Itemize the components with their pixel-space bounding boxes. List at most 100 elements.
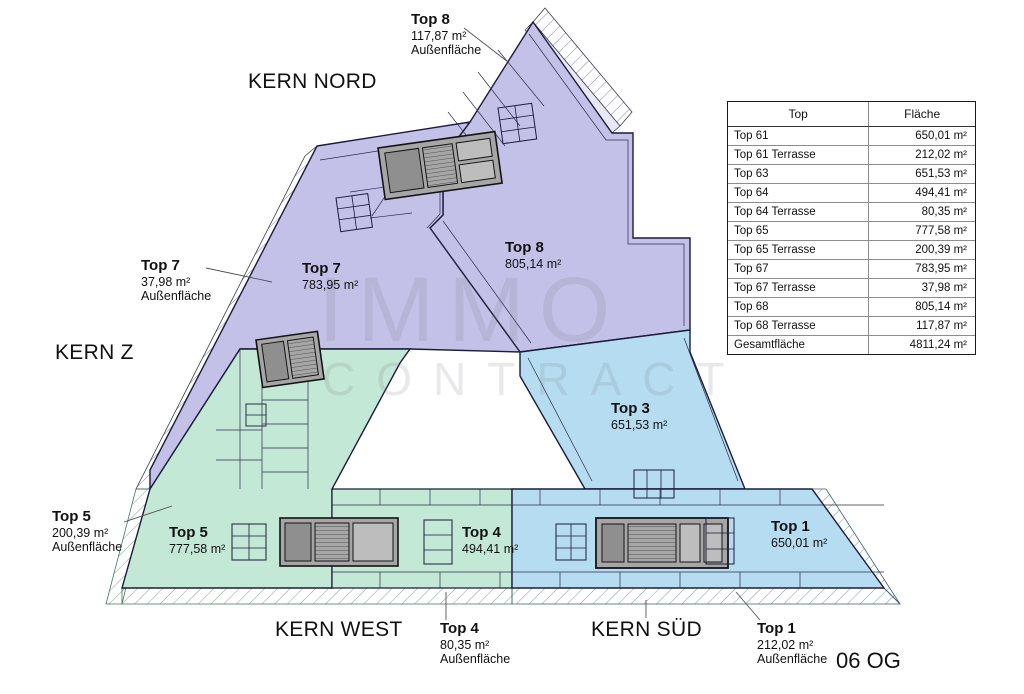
label-top1-interior: Top 1 650,01 m² <box>771 518 828 550</box>
label-top1-outdoor-title: Top 1 <box>757 620 796 637</box>
unit-areas <box>121 20 886 589</box>
unit-top5-area <box>121 348 412 589</box>
area-table-cell-flaeche: 777,58 m² <box>868 221 975 241</box>
label-top4-outdoor: Top 4 80,35 m² Außenfläche <box>440 620 511 666</box>
label-top3-interior-title: Top 3 <box>611 400 650 417</box>
label-top7-outdoor: Top 7 37,98 m² Außenfläche <box>141 257 212 303</box>
service-cores <box>231 102 735 569</box>
label-top1-outdoor-area: 212,02 m² <box>757 637 814 652</box>
leader-top1-outdoor <box>735 591 761 621</box>
label-top8-interior: Top 8 805,14 m² <box>505 239 561 271</box>
label-top7-interior: Top 7 783,95 m² <box>302 260 359 292</box>
label-top3-interior-area: 651,53 m² <box>611 417 668 432</box>
floor-level-label: 06 OG <box>836 648 901 673</box>
label-top8-outdoor: Top 8 117,87 m² Außenfläche <box>411 11 481 57</box>
core-sued-wc <box>555 523 587 561</box>
core-sued <box>595 517 729 569</box>
area-table-cell-top: Top 68 <box>728 297 870 317</box>
label-top1-outdoor: Top 1 212,02 m² Außenfläche <box>757 620 828 666</box>
terrace-bands <box>105 7 901 605</box>
label-top3-interior: Top 3 651,53 m² <box>611 400 668 432</box>
core-west <box>279 517 399 567</box>
label-top1-interior-area: 650,01 m² <box>771 535 828 550</box>
area-table-cell-top: Top 65 <box>728 221 870 241</box>
area-table-header-row: Top Fläche <box>728 102 975 127</box>
area-table-cell-top: Top 61 Terrasse <box>728 145 870 165</box>
area-table-cell-top: Top 67 Terrasse <box>728 278 870 298</box>
label-top1-outdoor-kind: Außenfläche <box>757 651 828 666</box>
area-table-head: Top Fläche <box>728 102 975 127</box>
leader-top8-outdoor <box>463 27 509 63</box>
label-top5-interior-title: Top 5 <box>169 524 208 541</box>
area-table-cell-top: Top 67 <box>728 259 870 279</box>
area-table-cell-flaeche: 783,95 m² <box>868 259 975 279</box>
leader-top5-outdoor <box>123 505 173 523</box>
table-row: Gesamtfläche 4811,24 m² <box>728 335 975 354</box>
area-table-cell-flaeche: 805,14 m² <box>868 297 975 317</box>
label-top5-interior-area: 777,58 m² <box>169 541 226 556</box>
leader-top7-outdoor <box>205 267 273 283</box>
label-top4-outdoor-kind: Außenfläche <box>440 651 511 666</box>
label-top7-interior-area: 783,95 m² <box>302 277 359 292</box>
label-top5-outdoor-title: Top 5 <box>52 508 91 525</box>
area-table-cell-flaeche: 494,41 m² <box>868 183 975 203</box>
label-top5-outdoor: Top 5 200,39 m² Außenfläche <box>52 508 123 554</box>
core-nord <box>377 130 503 201</box>
label-top4-interior-title: Top 4 <box>462 524 501 541</box>
label-kern-z: KERN Z <box>55 341 134 364</box>
label-kern-west: KERN WEST <box>275 618 403 641</box>
label-top7-outdoor-kind: Außenfläche <box>141 288 212 303</box>
area-table-cell-flaeche: 212,02 m² <box>868 145 975 165</box>
core-z <box>255 330 325 389</box>
area-table-cell-top: Top 64 Terrasse <box>728 202 870 222</box>
label-top4-outdoor-area: 80,35 m² <box>440 637 490 652</box>
label-top5-outdoor-kind: Außenfläche <box>52 539 123 554</box>
label-top7-outdoor-title: Top 7 <box>141 257 180 274</box>
label-top8-outdoor-area: 117,87 m² <box>411 28 467 43</box>
label-top8-interior-title: Top 8 <box>505 239 544 256</box>
leader-lines <box>123 27 761 621</box>
label-top5-interior: Top 5 777,58 m² <box>169 524 226 556</box>
area-table-cell-flaeche: 650,01 m² <box>868 126 975 146</box>
core-west-wc <box>231 523 267 561</box>
label-top4-interior: Top 4 494,41 m² <box>462 524 519 556</box>
area-table-cell-flaeche: 651,53 m² <box>868 164 975 184</box>
label-top5-outdoor-area: 200,39 m² <box>52 525 109 540</box>
label-top7-interior-title: Top 7 <box>302 260 341 277</box>
area-table-cell-flaeche: 37,98 m² <box>868 278 975 298</box>
label-top4-interior-area: 494,41 m² <box>462 541 519 556</box>
area-table-cell-flaeche: 4811,24 m² <box>909 339 967 351</box>
label-kern-nord: KERN NORD <box>248 70 377 93</box>
area-table-cell-flaeche: 117,87 m² <box>868 316 975 336</box>
area-table-cell-top: Gesamtfläche <box>728 335 870 354</box>
core-west-lift <box>423 519 453 565</box>
core-sued-lift <box>705 517 735 565</box>
label-top7-outdoor-area: 37,98 m² <box>141 274 191 289</box>
label-top8-outdoor-title: Top 8 <box>411 11 450 28</box>
area-table-header-top: Top <box>728 102 870 127</box>
core-z-secondary <box>245 403 267 427</box>
area-table-cell-top: Top 65 Terrasse <box>728 240 870 260</box>
area-table-cell-top: Top 61 <box>728 126 870 146</box>
label-top4-outdoor-title: Top 4 <box>440 620 479 637</box>
area-table-cell-top: Top 63 <box>728 164 870 184</box>
area-table-header-flaeche: Fläche <box>868 102 975 127</box>
core-nord-secondary <box>497 102 538 145</box>
area-table-cell-flaeche: 200,39 m² <box>868 240 975 260</box>
label-kern-sued: KERN SÜD <box>591 618 702 641</box>
area-table-cell-flaeche: 80,35 m² <box>868 202 975 222</box>
